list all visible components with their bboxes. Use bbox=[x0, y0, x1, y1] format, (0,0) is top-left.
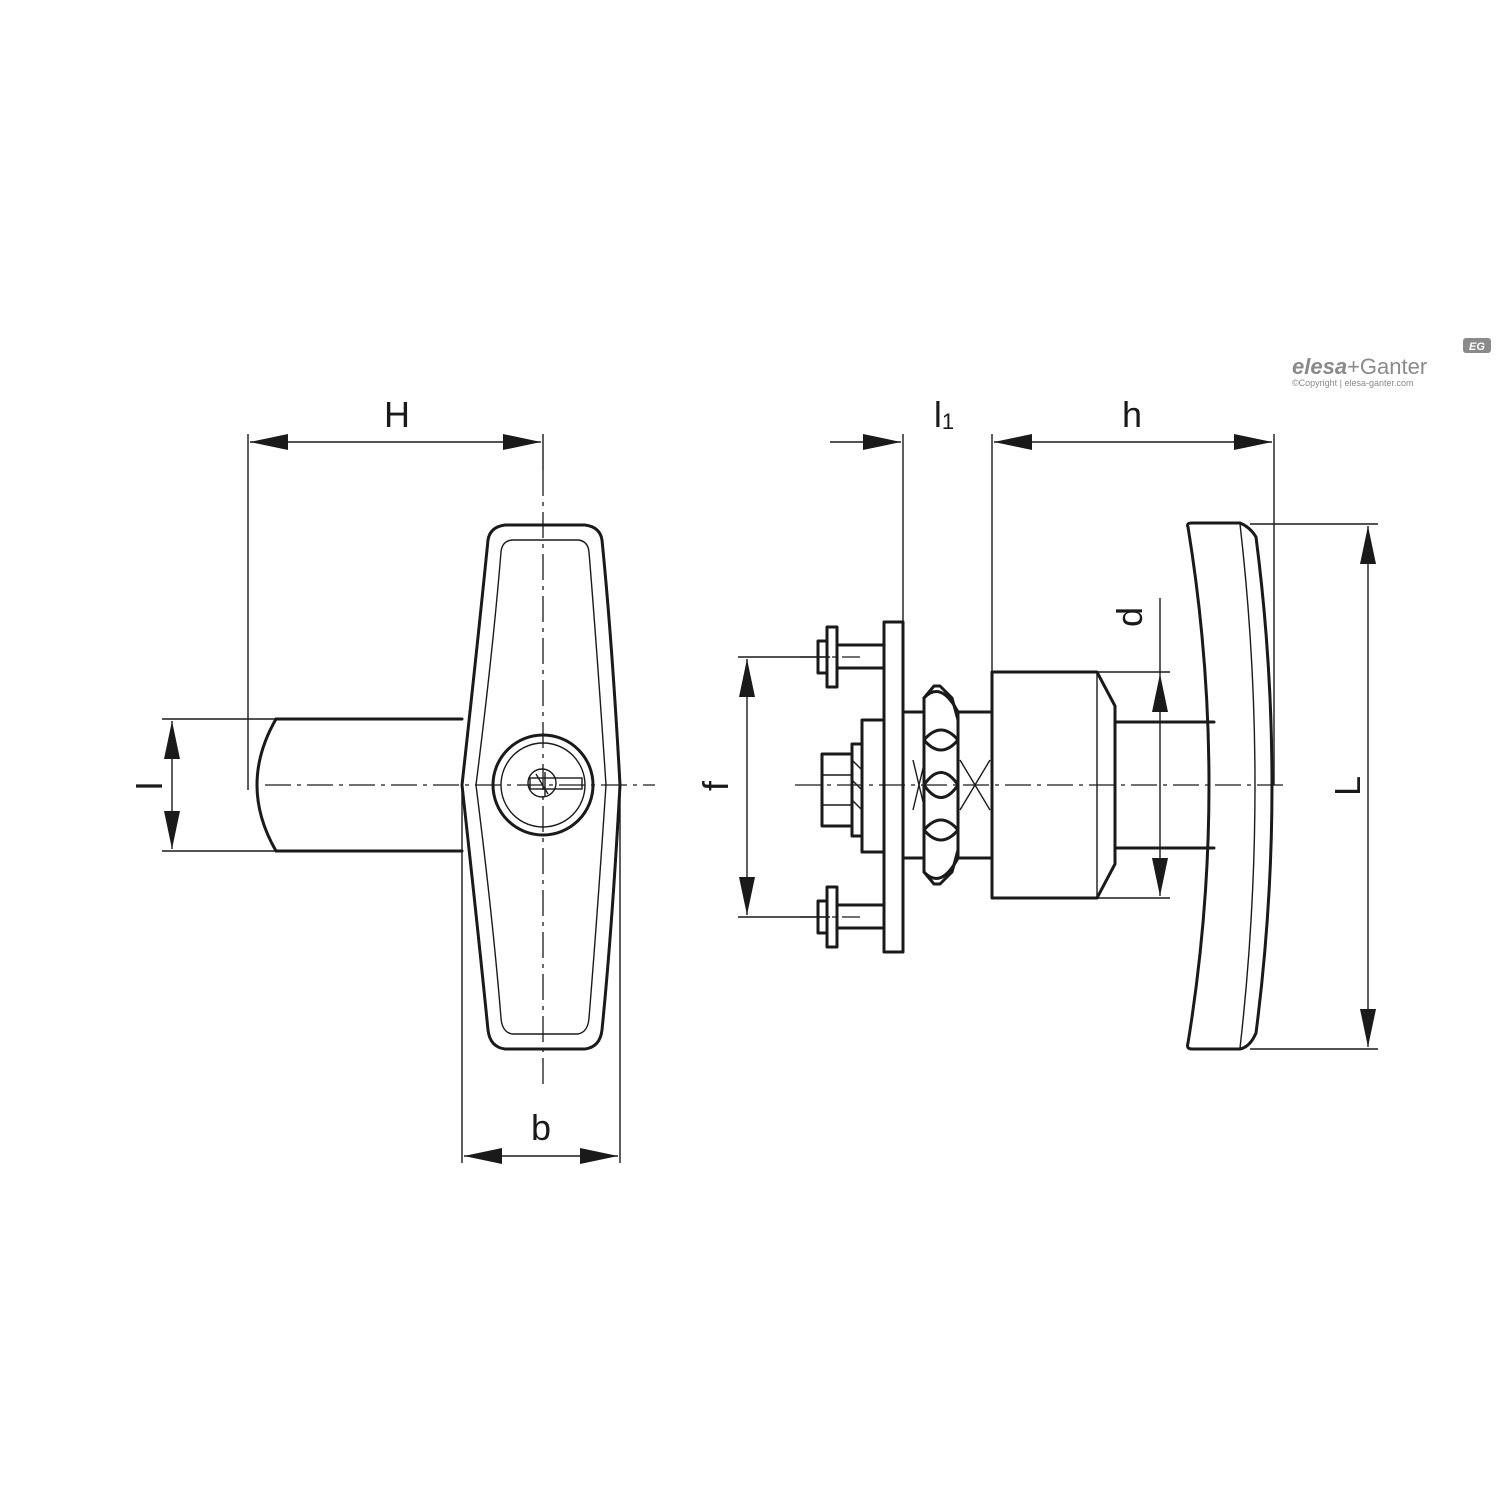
label-L: L bbox=[1327, 776, 1368, 796]
label-l1: l1 bbox=[934, 394, 954, 435]
front-handle-inner bbox=[475, 539, 607, 1035]
elesa-ganter-logo: elesa+Ganter EG ©Copyright | elesa-gante… bbox=[1292, 338, 1491, 388]
side-handle-inner bbox=[1239, 523, 1256, 1049]
side-mounting-plate bbox=[882, 620, 905, 954]
center-bolt bbox=[820, 742, 864, 838]
logo-badge bbox=[1463, 338, 1491, 353]
label-l: l bbox=[129, 782, 170, 790]
front-handle-outer bbox=[460, 523, 622, 1051]
svg-text:elesa+Ganter: elesa+Ganter bbox=[1292, 354, 1427, 379]
front-shaft bbox=[255, 717, 464, 853]
label-d: d bbox=[1109, 607, 1150, 627]
logo-badge-text: EG bbox=[1469, 341, 1485, 353]
side-cam-block bbox=[860, 718, 886, 854]
keyhole-icon bbox=[527, 768, 583, 798]
front-dimensions bbox=[162, 434, 621, 1164]
front-view bbox=[255, 470, 655, 1090]
label-h: h bbox=[1122, 394, 1142, 435]
label-l1-subscript: 1 bbox=[942, 409, 954, 434]
logo-copyright: ©Copyright | elesa-ganter.com bbox=[1292, 378, 1414, 388]
side-handle bbox=[1186, 521, 1274, 1051]
label-H: H bbox=[384, 394, 410, 435]
label-f: f bbox=[695, 780, 736, 791]
side-dimensions bbox=[738, 434, 1378, 1050]
label-b: b bbox=[531, 1107, 551, 1148]
side-view bbox=[795, 521, 1285, 1051]
